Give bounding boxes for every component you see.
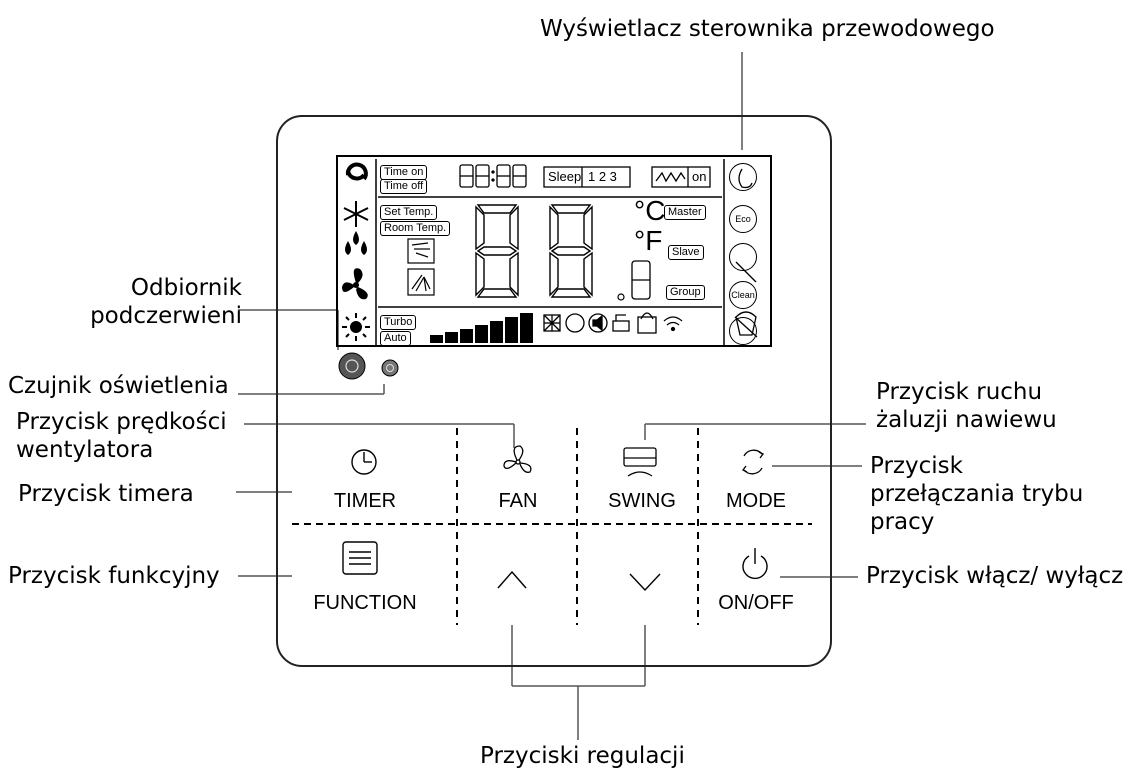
function-callout: Przycisk funkcyjny (8, 563, 220, 589)
onoff-button[interactable]: ON/OFF (718, 592, 794, 614)
function-icon (342, 541, 378, 575)
slave-label: Slave (668, 245, 704, 260)
down-button[interactable] (622, 560, 666, 600)
fahrenheit-unit: °F (634, 225, 663, 256)
fan-speed-bar (505, 317, 518, 343)
filter-indicator-icon (729, 317, 757, 345)
fan-speed-bar (460, 329, 473, 343)
turbo-label: Turbo (380, 315, 417, 330)
clock-digits (459, 164, 527, 188)
ir-receiver-callout: Odbiornik podczerwieni (90, 275, 242, 329)
light-sensor-icon (381, 359, 399, 377)
heater-on-label: on (692, 169, 707, 184)
fan-speed-bar (430, 335, 443, 343)
fan-speed-bar (445, 332, 458, 343)
heater-indicator-icon (729, 163, 757, 191)
fan-speed-bar (490, 321, 503, 343)
time-on-label: Time on (380, 165, 428, 180)
ir-receiver-icon (338, 352, 366, 380)
display-callout: Wyświetlacz sterownika przewodowego (540, 16, 995, 42)
heat-mode-icon (342, 313, 370, 341)
mode-callout: Przycisk przełączania trybu pracy (870, 453, 1084, 535)
swing-callout: Przycisk ruchu żaluzji nawiewu (876, 379, 1057, 433)
controller-panel (276, 115, 832, 667)
lcd-display: Eco Clean Time on Time off Sleep 1 2 3 o… (336, 155, 772, 347)
celsius-unit: °C (634, 195, 666, 226)
down-arrow-icon (629, 573, 661, 592)
power-icon (742, 548, 768, 580)
light-sensor-callout: Czujnik oświetlenia (8, 373, 229, 399)
fan-speed-bar (475, 325, 488, 343)
timer-callout: Przycisk timera (18, 481, 194, 507)
room-temp-label: Room Temp. (380, 221, 451, 236)
onoff-callout: Przycisk włącz/ wyłącz (866, 563, 1124, 589)
up-arrow-icon (497, 570, 527, 589)
big-digits (475, 204, 593, 298)
time-off-label: Time off (380, 179, 428, 194)
clean-indicator: Clean (729, 281, 757, 309)
fan-speed-bar (520, 313, 533, 343)
mode-cycle-icon (742, 449, 764, 475)
fan-speed-bars (430, 313, 534, 343)
fan-mode-icon (342, 268, 368, 300)
set-temp-label: Set Temp. (380, 205, 438, 220)
group-label: Group (666, 285, 705, 300)
fan-speed-callout: Przycisk prędkości wentylatora (16, 409, 227, 463)
eco-indicator: Eco (729, 205, 757, 233)
function-button[interactable]: FUNCTION (313, 592, 417, 614)
timer-button[interactable]: TIMER (333, 490, 397, 512)
timer-icon (351, 449, 377, 475)
master-label: Master (664, 205, 706, 220)
fan-button[interactable]: FAN (498, 490, 538, 512)
adjust-callout: Przyciski regulacji (480, 743, 685, 769)
fan-icon (503, 445, 532, 473)
dry-mode-icon (345, 231, 367, 255)
auto-label: Auto (380, 331, 411, 346)
mode-button[interactable]: MODE (726, 490, 786, 512)
up-button[interactable] (490, 560, 534, 600)
auto-mode-icon (345, 162, 368, 181)
health-indicator-icon (729, 243, 757, 271)
cool-mode-icon (343, 201, 369, 227)
swing-button[interactable]: SWING (608, 490, 676, 512)
sleep-label: Sleep (548, 169, 582, 184)
sleep-levels: 1 2 3 (588, 169, 617, 184)
swing-icon (623, 447, 657, 477)
